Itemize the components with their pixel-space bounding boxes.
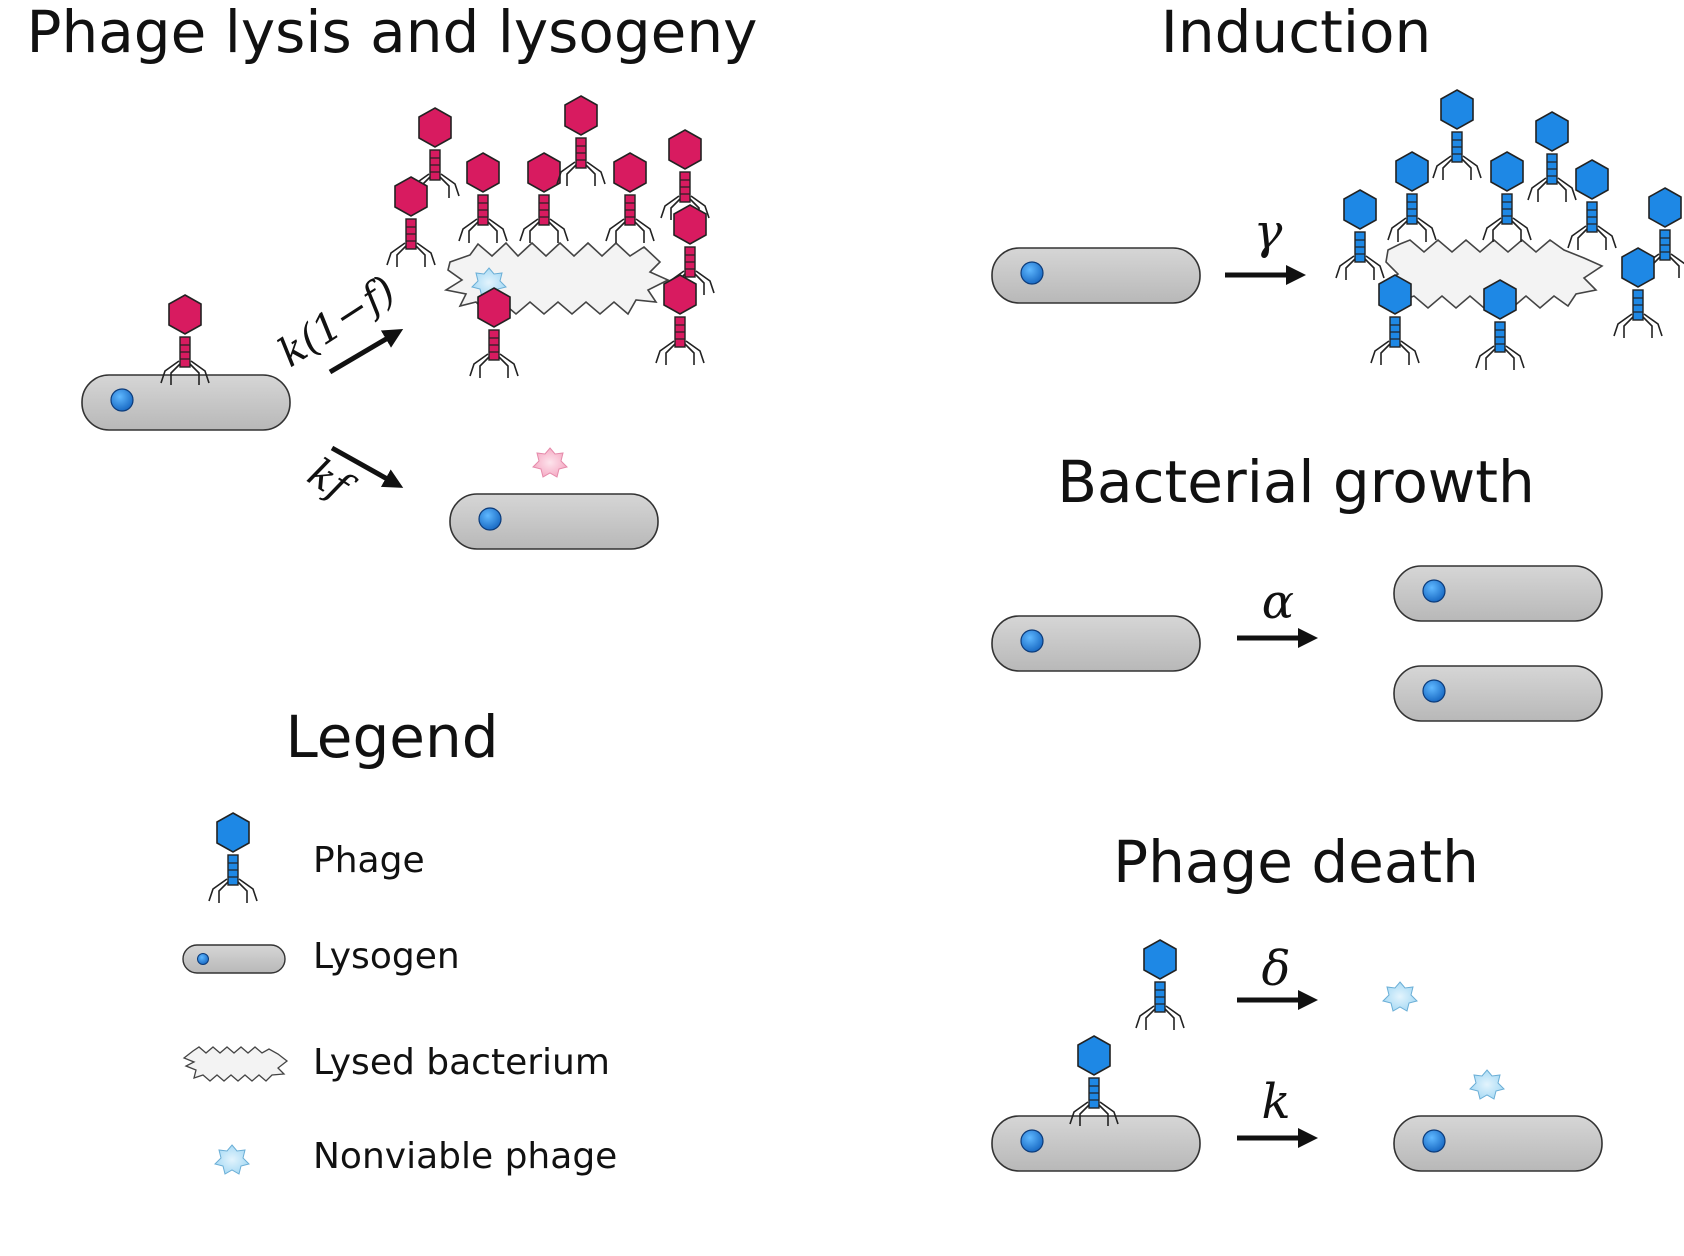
bacterial-growth-panel: α bbox=[991, 565, 1603, 722]
phage-icon bbox=[655, 274, 705, 366]
induction-rate-label: γ bbox=[1254, 204, 1283, 260]
phage-icon bbox=[469, 287, 519, 379]
legend-label-nonviable: Nonviable phage bbox=[313, 1136, 617, 1177]
phage-death-panel: δ k bbox=[991, 939, 1603, 1172]
nucleoid bbox=[1020, 261, 1044, 285]
lysogen-bacterium bbox=[991, 247, 1201, 304]
growth-rate-label: α bbox=[1262, 574, 1294, 630]
nonviable-phage-icon bbox=[214, 1144, 250, 1175]
lysis-lysogeny-title: Phage lysis and lysogeny bbox=[27, 0, 758, 66]
infected-bacterium bbox=[991, 1035, 1201, 1172]
legend-label-phage: Phage bbox=[313, 840, 425, 881]
legend-item-lysed: Lysed bacterium bbox=[182, 1042, 610, 1083]
nucleoid bbox=[1422, 579, 1446, 603]
lysogen-bacterium bbox=[1393, 665, 1603, 722]
adsorption-rate-label: k bbox=[1261, 1074, 1290, 1130]
decay-rate-label: δ bbox=[1262, 941, 1291, 997]
lysis-rate-label: k(1−f) bbox=[270, 267, 403, 376]
legend: Phage Lysogen Lysed bacterium Nonviable … bbox=[182, 812, 617, 1177]
lysogen-bacterium bbox=[991, 615, 1201, 672]
legend-item-phage: Phage bbox=[208, 812, 425, 904]
phage-icon bbox=[1135, 939, 1185, 1031]
phage-icon bbox=[1069, 1035, 1119, 1127]
lysogen-icon bbox=[182, 944, 286, 974]
phage-icon bbox=[1482, 151, 1532, 243]
lysogen-bacterium bbox=[1393, 1115, 1603, 1172]
legend-title: Legend bbox=[285, 703, 498, 771]
lysogen-bacterium bbox=[1393, 565, 1603, 622]
phage-icon bbox=[386, 176, 436, 268]
induction-title: Induction bbox=[1161, 0, 1431, 66]
phage-icon bbox=[1387, 151, 1437, 243]
phage-icon bbox=[1527, 111, 1577, 203]
phage-icon bbox=[660, 129, 710, 221]
nucleoid bbox=[1020, 629, 1044, 653]
nucleoid bbox=[197, 953, 209, 965]
induction-panel: γ bbox=[991, 89, 1684, 371]
phage-icon bbox=[458, 152, 508, 244]
infected-bacterium bbox=[81, 294, 291, 431]
nonviable-phage-star bbox=[1469, 1069, 1505, 1100]
nucleoid bbox=[110, 388, 134, 412]
phage-icon bbox=[556, 95, 606, 187]
phage-death-title: Phage death bbox=[1113, 828, 1479, 896]
legend-item-nonviable: Nonviable phage bbox=[214, 1136, 617, 1177]
lysed-bacterium-icon bbox=[182, 1046, 289, 1082]
phage-icon bbox=[208, 812, 258, 904]
lysogeny-arrow bbox=[330, 445, 404, 488]
nucleoid bbox=[1422, 1129, 1446, 1153]
lysis-arrow bbox=[328, 328, 404, 375]
phage-icon bbox=[605, 152, 655, 244]
lysogen-bacterium bbox=[449, 493, 659, 550]
lysed-bacterium bbox=[1382, 238, 1604, 310]
bacterial-growth-title: Bacterial growth bbox=[1057, 448, 1535, 516]
phage-icon bbox=[1432, 89, 1482, 181]
nonviable-phage-star bbox=[1382, 981, 1418, 1012]
nucleoid bbox=[1020, 1129, 1044, 1153]
legend-label-lysogen: Lysogen bbox=[313, 936, 460, 977]
phage-icon bbox=[1567, 159, 1617, 251]
legend-label-lysed: Lysed bacterium bbox=[313, 1042, 610, 1083]
phage-icon bbox=[1335, 189, 1385, 281]
legend-item-lysogen: Lysogen bbox=[182, 936, 460, 977]
nucleoid bbox=[1422, 679, 1446, 703]
lysis-lysogeny-panel: k(1−f) kf bbox=[81, 95, 715, 550]
phage-icon bbox=[519, 152, 569, 244]
phage-icon bbox=[160, 294, 210, 386]
nucleoid bbox=[478, 507, 502, 531]
nonviable-phage-star bbox=[532, 447, 568, 478]
